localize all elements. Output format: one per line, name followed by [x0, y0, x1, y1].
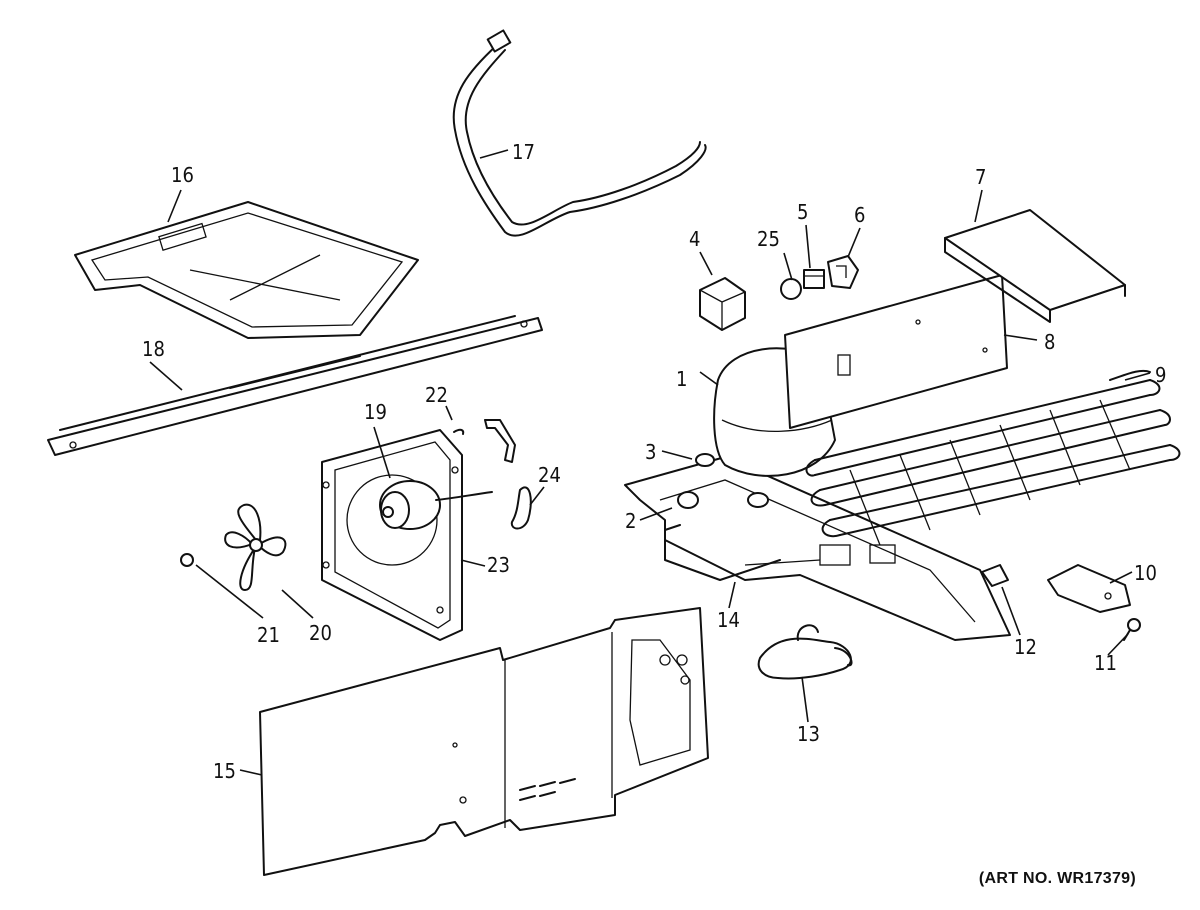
shield-7 — [944, 209, 1126, 323]
heater-13 — [757, 624, 853, 680]
bracket-10 — [1047, 564, 1131, 613]
label-22: 22 — [425, 383, 448, 407]
label-2: 2 — [625, 509, 636, 533]
label-3: 3 — [645, 440, 656, 464]
grommet-2 — [677, 491, 699, 509]
support-bar — [47, 315, 543, 456]
label-24: 24 — [538, 463, 561, 487]
fan-bracket — [321, 429, 463, 641]
label-1: 1 — [676, 367, 687, 391]
label-21: 21 — [257, 623, 280, 647]
label-20: 20 — [309, 621, 332, 645]
condenser — [805, 369, 1181, 546]
label-23: 23 — [487, 553, 510, 577]
grommet-3 — [695, 453, 715, 467]
art-number: (ART NO. WR17379) — [978, 870, 1136, 887]
leader-lines — [149, 149, 1151, 776]
label-12: 12 — [1014, 635, 1037, 659]
label-6: 6 — [854, 203, 865, 227]
label-4: 4 — [689, 227, 700, 251]
clip-22 — [453, 419, 516, 463]
label-8: 8 — [1044, 330, 1055, 354]
part-labels: 1 2 3 4 5 6 7 8 9 10 11 12 13 14 15 16 1… — [142, 140, 1166, 783]
capacitor — [780, 278, 802, 300]
label-19: 19 — [364, 400, 387, 424]
label-10: 10 — [1134, 561, 1157, 585]
fan-blade — [224, 503, 287, 591]
label-9: 9 — [1155, 363, 1166, 387]
back-panel — [259, 607, 709, 876]
screw-11 — [1123, 618, 1141, 641]
label-13: 13 — [797, 722, 820, 746]
relay — [699, 277, 746, 331]
overload-5 — [803, 269, 825, 289]
clip-12 — [981, 564, 1009, 587]
label-15: 15 — [213, 759, 236, 783]
fan-motor — [379, 480, 493, 530]
drain-tube — [452, 29, 707, 237]
label-7: 7 — [975, 165, 986, 189]
fan-nut — [180, 553, 194, 567]
drain-pan — [74, 201, 419, 339]
overload-6 — [827, 255, 859, 289]
clip-24 — [510, 486, 532, 530]
label-17: 17 — [512, 140, 535, 164]
label-16: 16 — [171, 163, 194, 187]
label-5: 5 — [797, 200, 808, 224]
label-18: 18 — [142, 337, 165, 361]
label-25: 25 — [757, 227, 780, 251]
label-14: 14 — [717, 608, 740, 632]
label-11: 11 — [1094, 651, 1117, 675]
cover-plate — [784, 274, 1008, 429]
